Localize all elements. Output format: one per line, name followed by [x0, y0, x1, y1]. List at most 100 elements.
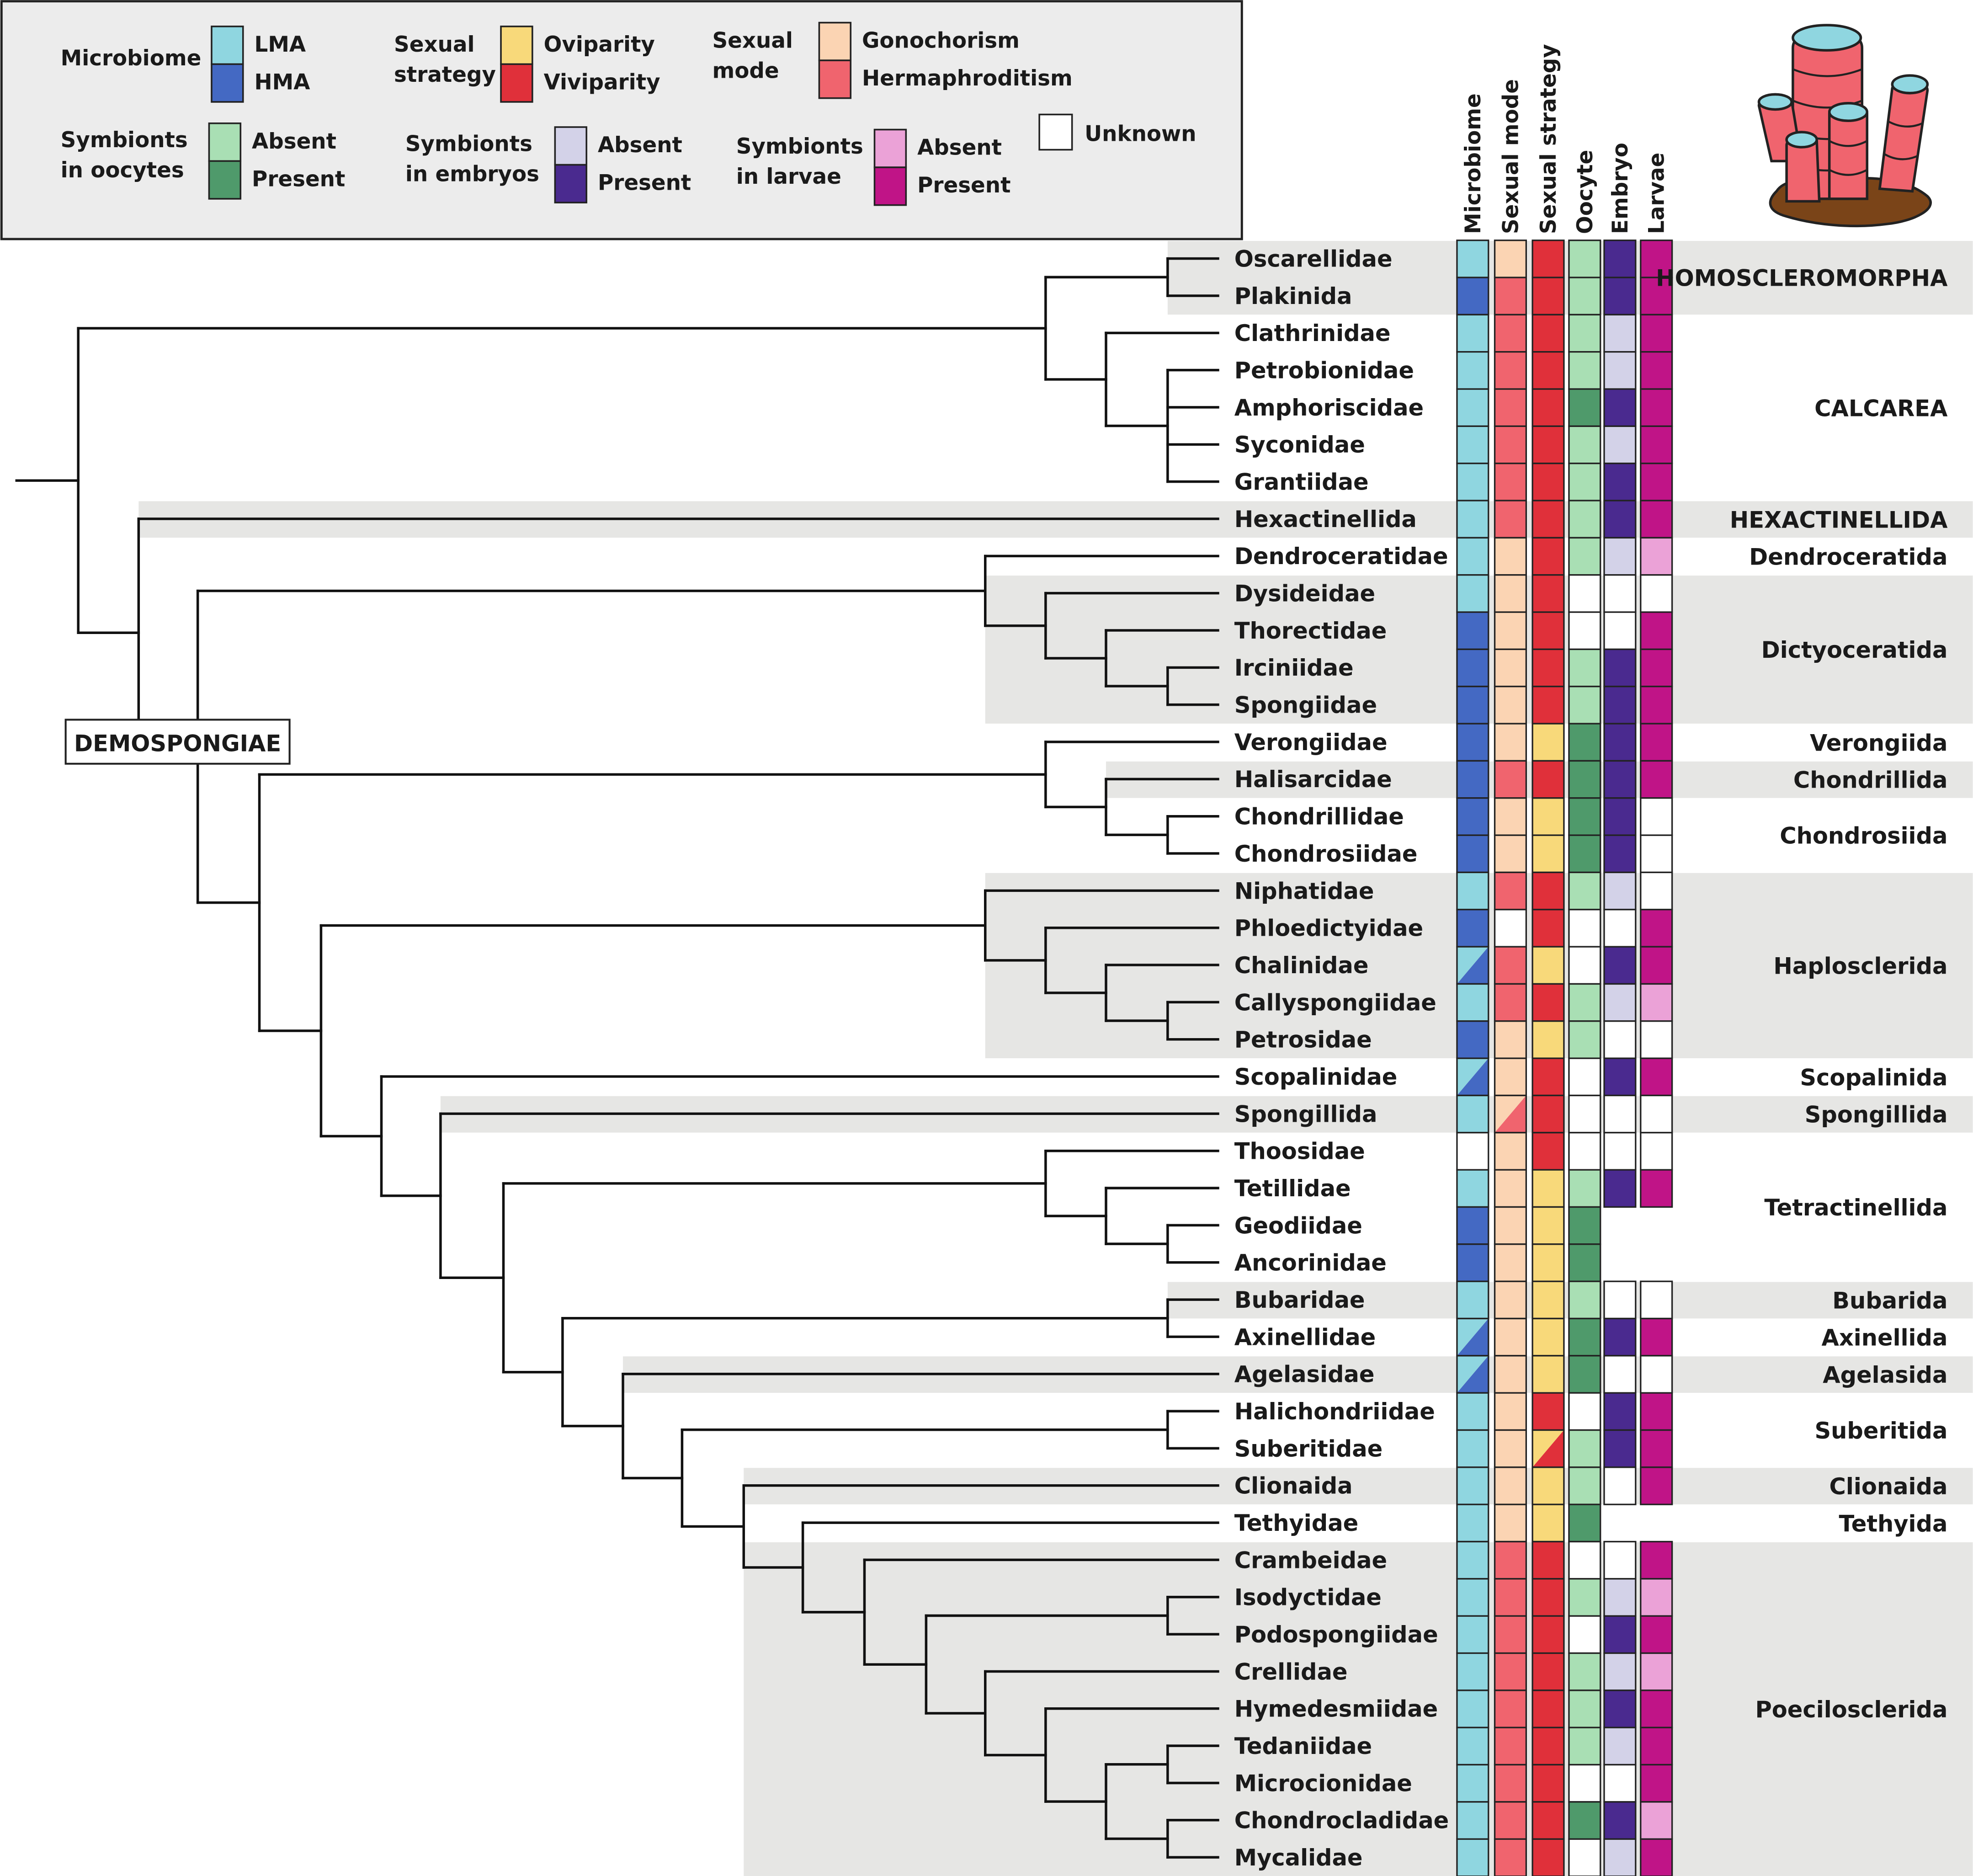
trait-cell	[1603, 1540, 1637, 1580]
clade-shade	[744, 1542, 1973, 1876]
trait-cell	[1603, 1280, 1637, 1320]
family-label: Irciniidae	[1234, 655, 1354, 681]
trait-cell	[1640, 1540, 1673, 1580]
family-label: Syconidae	[1234, 432, 1365, 458]
trait-cell	[1640, 760, 1673, 799]
trait-cell	[1456, 1578, 1489, 1617]
trait-cell	[1532, 760, 1565, 799]
trait-cell	[1532, 1094, 1565, 1134]
family-label: Spongiidae	[1234, 692, 1377, 719]
legend-swatch	[818, 21, 852, 61]
trait-cell	[1494, 1206, 1527, 1245]
trait-cell	[1532, 425, 1565, 464]
trait-cell	[1494, 1615, 1527, 1654]
family-label: Spongillida	[1234, 1101, 1377, 1127]
trait-cell	[1568, 1615, 1601, 1654]
trait-cell	[1532, 1578, 1565, 1617]
trait-cell	[1640, 871, 1673, 911]
trait-cell	[1568, 425, 1601, 464]
family-label: Callyspongiidae	[1234, 989, 1436, 1016]
family-label: Petrosidae	[1234, 1027, 1372, 1053]
trait-cell	[1640, 1132, 1673, 1171]
trait-cell	[1532, 500, 1565, 539]
trait-cell	[1568, 1243, 1601, 1282]
trait-cell	[1494, 1280, 1527, 1320]
trait-cell	[1456, 1764, 1489, 1803]
legend-swatch	[211, 26, 244, 65]
clade-label: HEXACTINELLIDA	[1730, 506, 1948, 533]
trait-cell	[1568, 946, 1601, 985]
trait-cell	[1568, 871, 1601, 911]
trait-cell	[1640, 1652, 1673, 1691]
trait-cell	[1494, 648, 1527, 688]
trait-cell	[1603, 1764, 1637, 1803]
family-label: Plakinida	[1234, 283, 1352, 309]
legend-item-label: Viviparity	[544, 70, 660, 95]
legend-title: Sexual	[712, 29, 793, 53]
trait-cell	[1532, 686, 1565, 725]
trait-cell	[1494, 277, 1527, 316]
trait-cell	[1640, 1057, 1673, 1097]
trait-cell	[1456, 1615, 1489, 1654]
clade-label: HOMOSCLEROMORPHA	[1656, 265, 1948, 292]
family-label: Clionaida	[1234, 1473, 1353, 1499]
trait-cell	[1456, 648, 1489, 688]
trait-cell	[1568, 611, 1601, 650]
trait-cell	[1456, 1652, 1489, 1691]
trait-cell	[1494, 1540, 1527, 1580]
trait-cell	[1532, 1838, 1565, 1876]
trait-cell	[1568, 388, 1601, 427]
trait-cell	[1494, 537, 1527, 576]
trait-cell	[1532, 1317, 1565, 1357]
clade-label: CALCAREA	[1814, 395, 1948, 421]
trait-cell	[1532, 314, 1565, 353]
trait-cell	[1568, 500, 1601, 539]
trait-cell	[1456, 1801, 1489, 1840]
trait-cell	[1603, 760, 1637, 799]
trait-cell	[1494, 1727, 1527, 1766]
legend-item-label: Present	[252, 167, 345, 192]
trait-cell	[1603, 425, 1637, 464]
trait-cell	[1603, 1020, 1637, 1059]
trait-cell	[1532, 1615, 1565, 1654]
trait-cell	[1532, 723, 1565, 762]
trait-cell	[1532, 946, 1565, 985]
trait-cell	[1494, 1243, 1527, 1282]
family-label: Grantiidae	[1234, 469, 1369, 496]
trait-cell	[1640, 1317, 1673, 1357]
trait-cell	[1640, 648, 1673, 688]
trait-cell	[1494, 686, 1527, 725]
legend-title: mode	[712, 59, 779, 84]
clade-label: Scopalinida	[1800, 1064, 1947, 1091]
trait-cell	[1532, 537, 1565, 576]
column-header: Sexual strategy	[1537, 44, 1561, 234]
trait-cell	[1568, 1652, 1601, 1691]
trait-cell	[1640, 1764, 1673, 1803]
clade-label: Haplosclerida	[1773, 953, 1947, 979]
trait-cell	[1640, 314, 1673, 353]
trait-cell	[1568, 686, 1601, 725]
family-label: Chondrocladidae	[1234, 1807, 1449, 1834]
trait-cell	[1640, 1429, 1673, 1468]
trait-cell	[1494, 388, 1527, 427]
trait-cell	[1532, 1243, 1565, 1282]
trait-cell	[1640, 351, 1673, 390]
clade-label: Dendroceratida	[1749, 544, 1947, 570]
trait-cell	[1568, 537, 1601, 576]
trait-cell	[1532, 1132, 1565, 1171]
trait-cell	[1494, 1317, 1527, 1357]
trait-cell	[1532, 1689, 1565, 1728]
trait-cell	[1494, 314, 1527, 353]
trait-cell	[1603, 1317, 1637, 1357]
legend-swatch	[208, 160, 242, 200]
legend-swatch-unknown	[1038, 113, 1073, 151]
clade-label: Agelasida	[1823, 1362, 1947, 1388]
trait-cell	[1640, 1801, 1673, 1840]
trait-cell	[1494, 1392, 1527, 1431]
family-label: Clathrinidae	[1234, 320, 1391, 346]
trait-cell	[1494, 1132, 1527, 1171]
trait-cell	[1494, 351, 1527, 390]
trait-cell	[1640, 1727, 1673, 1766]
trait-cell	[1456, 240, 1489, 278]
trait-cell	[1494, 1652, 1527, 1691]
